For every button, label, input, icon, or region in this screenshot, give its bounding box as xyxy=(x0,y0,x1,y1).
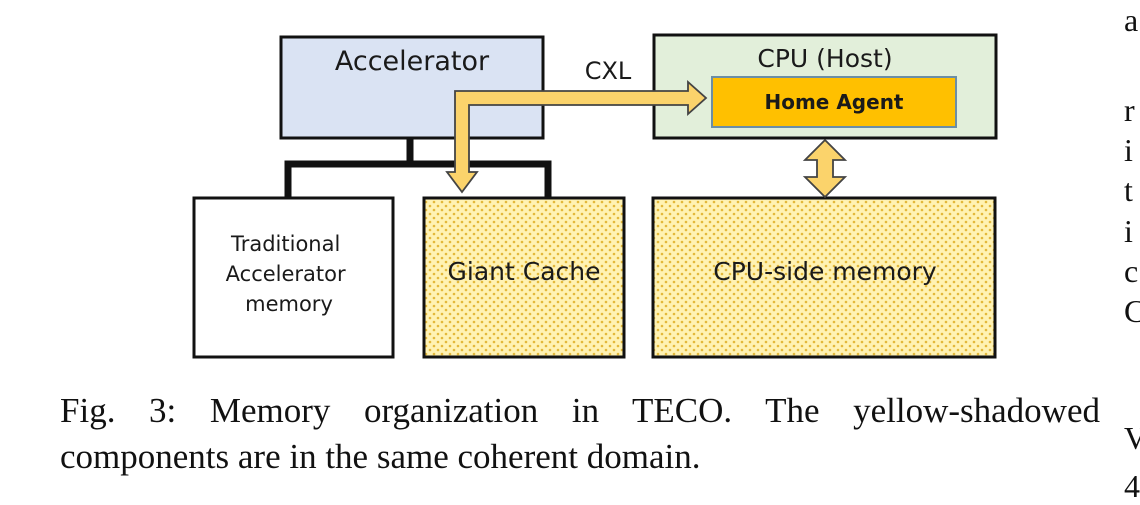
accelerator-bus-bracket xyxy=(284,138,552,197)
giant-cache-label: Giant Cache xyxy=(448,257,601,286)
giant-cache-box xyxy=(422,196,626,359)
caption-line-2: components are in the same coherent doma… xyxy=(60,437,701,476)
margin-letter: t xyxy=(1124,172,1133,208)
margin-letter: i xyxy=(1124,213,1133,249)
traditional-memory-line-1: Traditional xyxy=(230,232,340,256)
home-agent-memory-double-arrow xyxy=(802,138,848,199)
traditional-memory-line-3: memory xyxy=(245,292,333,316)
home-agent-box xyxy=(711,76,957,128)
traditional-memory-label: Traditional Accelerator memory xyxy=(226,232,353,316)
cpu-side-memory-label: CPU-side memory xyxy=(713,257,937,286)
margin-letter: C xyxy=(1124,293,1140,329)
cxl-label: CXL xyxy=(585,57,632,85)
caption-line-1: Fig. 3: Memory organization in TECO. The… xyxy=(60,391,1100,430)
home-agent-label: Home Agent xyxy=(764,90,903,114)
margin-letter: i xyxy=(1124,132,1133,168)
figure-caption: Fig. 3: Memory organization in TECO. The… xyxy=(60,388,1100,480)
traditional-memory-line-2: Accelerator xyxy=(226,262,346,286)
margin-letter: V xyxy=(1124,420,1140,456)
margin-letter: 4 xyxy=(1124,468,1140,504)
cpu-side-memory-box xyxy=(651,196,997,359)
accelerator-label: Accelerator xyxy=(335,46,490,77)
margin-letter: a xyxy=(1124,2,1139,38)
adjacent-column-fragment: a r i t i c C V 4 xyxy=(1124,0,1140,505)
accelerator-box xyxy=(279,35,545,140)
margin-letter: c xyxy=(1124,253,1139,289)
margin-letter: r xyxy=(1124,92,1135,128)
traditional-memory-box xyxy=(192,196,395,359)
cpu-host-label: CPU (Host) xyxy=(757,44,892,73)
cxl-arrow xyxy=(445,79,708,194)
